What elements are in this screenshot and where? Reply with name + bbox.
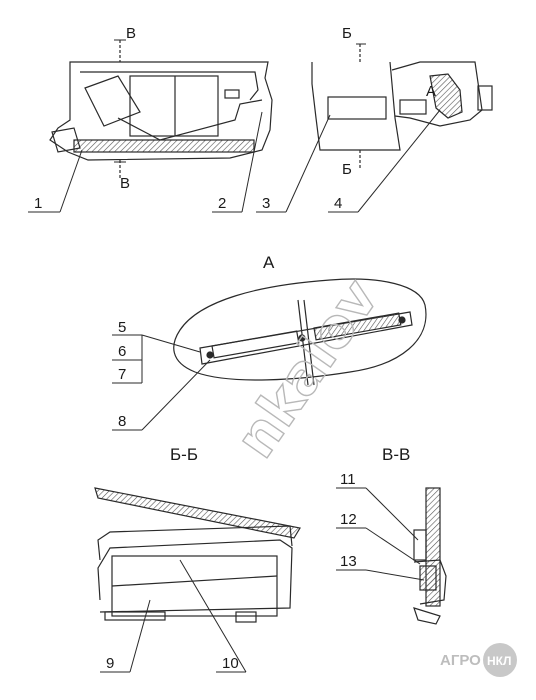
callout-2: 2 bbox=[218, 195, 226, 212]
callout-13: 13 bbox=[340, 553, 357, 570]
callout-7: 7 bbox=[118, 366, 126, 383]
section-mark-v-bottom: Б bbox=[342, 161, 352, 178]
section-mark-b-bottom: В bbox=[120, 175, 130, 192]
callout-3: 3 bbox=[262, 195, 270, 212]
callout-11: 11 bbox=[340, 471, 356, 488]
callout-1: 1 bbox=[34, 195, 42, 212]
callout-9: 9 bbox=[106, 655, 114, 672]
main-view-left bbox=[49, 40, 273, 178]
section-bb bbox=[94, 487, 301, 623]
agro-logo: АГРО НКЛ bbox=[440, 643, 517, 677]
section-vv bbox=[413, 487, 447, 625]
callout-6: 6 bbox=[118, 343, 126, 360]
logo-right-text: НКЛ bbox=[487, 654, 511, 668]
callout-12: 12 bbox=[340, 511, 357, 528]
title-section-bb: Б-Б bbox=[170, 445, 198, 464]
callout-8: 8 bbox=[118, 413, 126, 430]
callout-10: 10 bbox=[222, 655, 239, 672]
callout-4: 4 bbox=[334, 195, 342, 212]
logo-circle bbox=[483, 643, 517, 677]
main-view-right bbox=[311, 44, 493, 168]
section-mark-v-top: Б bbox=[342, 25, 352, 42]
section-mark-b-top: В bbox=[126, 25, 136, 42]
title-section-vv: В-В bbox=[382, 445, 410, 464]
detail-mark-a: А bbox=[426, 83, 436, 100]
detail-a bbox=[173, 278, 427, 386]
watermark: nkalov bbox=[223, 268, 390, 469]
callout-5: 5 bbox=[118, 319, 126, 336]
title-detail-a: А bbox=[263, 253, 275, 272]
leader-lines bbox=[28, 39, 441, 673]
logo-left-text: АГРО bbox=[440, 652, 481, 669]
